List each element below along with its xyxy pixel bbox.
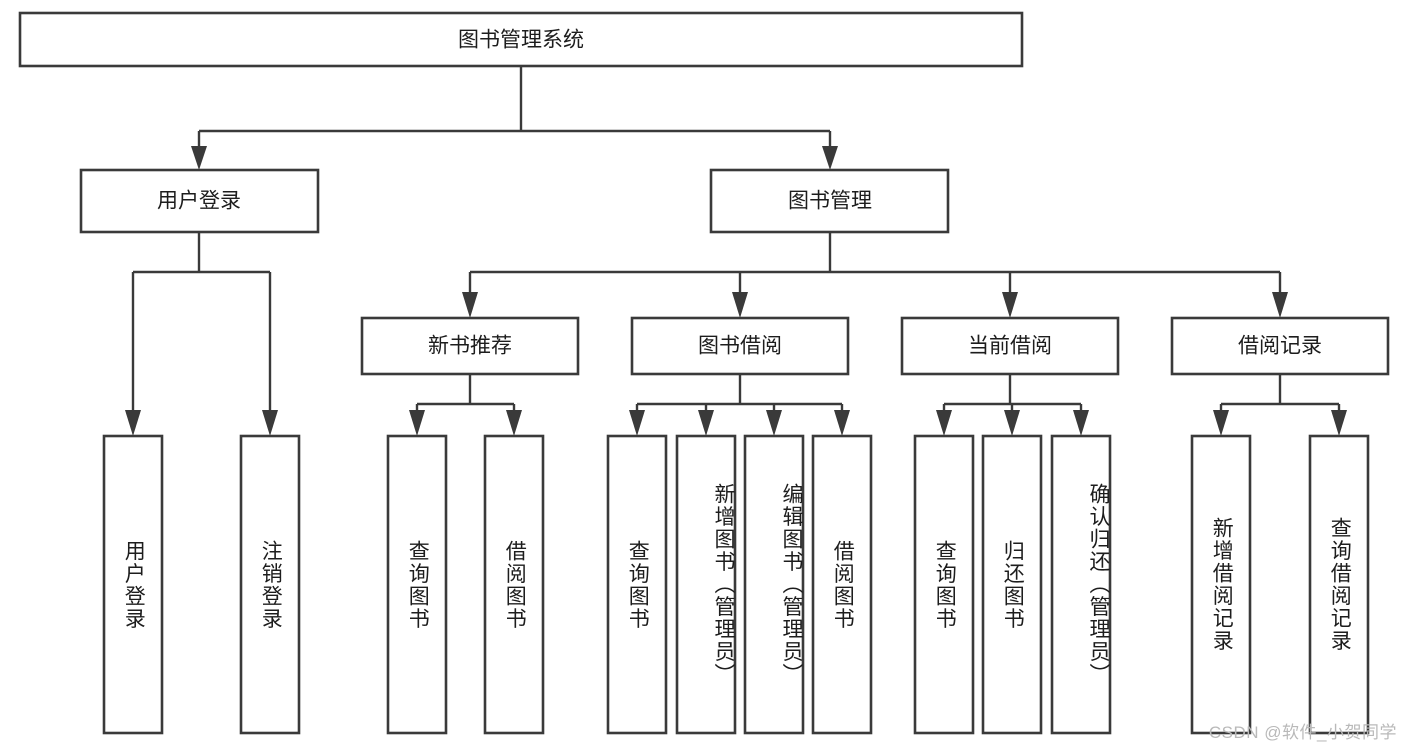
- arrow-head-leaf-query-book-borrow: [629, 410, 645, 436]
- node-leaf-borrow-book-rec-box[interactable]: [483, 434, 545, 735]
- node-leaf-query-book-current-box[interactable]: [913, 434, 975, 735]
- arrow-head-leaf-query-book-rec: [409, 410, 425, 436]
- node-leaf-add-book-box[interactable]: [675, 434, 737, 735]
- node-book-borrow-box[interactable]: [630, 316, 850, 376]
- arrow-head-leaf-return-book: [1004, 410, 1020, 436]
- arrow-head-leaf-add-book: [698, 410, 714, 436]
- node-leaf-borrow-book-box[interactable]: [811, 434, 873, 735]
- node-current-borrow-label: 当前借阅: [968, 335, 1052, 358]
- connector-group: [125, 66, 1347, 436]
- arrow-head-leaf-edit-book: [766, 410, 782, 436]
- arrow-head-leaf-user-logout: [262, 410, 278, 436]
- arrow-head-user-login: [191, 146, 207, 170]
- arrow-head-borrow-record: [1272, 292, 1288, 318]
- arrow-head-leaf-user-login: [125, 410, 141, 436]
- node-leaf-query-book-rec-box[interactable]: [386, 434, 448, 735]
- node-user-login-box[interactable]: [79, 168, 320, 234]
- node-leaf-add-record-box[interactable]: [1190, 434, 1252, 735]
- node-leaf-query-book-borrow-box[interactable]: [606, 434, 668, 735]
- node-borrow-record-box[interactable]: [1170, 316, 1390, 376]
- arrow-head-current-borrow: [1002, 292, 1018, 318]
- arrow-head-book-manage: [822, 146, 838, 170]
- node-leaf-user-logout-box[interactable]: [239, 434, 301, 735]
- node-current-borrow[interactable]: 当前借阅: [900, 316, 1120, 376]
- arrow-head-leaf-query-book-current: [936, 410, 952, 436]
- arrow-head-leaf-borrow-book-rec: [506, 410, 522, 436]
- node-borrow-record[interactable]: 借阅记录: [1170, 316, 1390, 376]
- node-leaf-return-book-box[interactable]: [981, 434, 1043, 735]
- node-leaf-edit-book-box[interactable]: [743, 434, 805, 735]
- arrow-head-new-book-rec: [462, 292, 478, 318]
- arrow-head-book-borrow: [732, 292, 748, 318]
- arrow-head-leaf-query-record: [1331, 410, 1347, 436]
- node-borrow-record-label: 借阅记录: [1238, 335, 1322, 358]
- node-leaf-confirm-return-box[interactable]: [1050, 434, 1112, 735]
- node-book-borrow-label: 图书借阅: [698, 335, 782, 358]
- node-book-manage-label: 图书管理: [788, 190, 872, 213]
- arrow-head-leaf-confirm-return: [1073, 410, 1089, 436]
- watermark-text: CSDN @软件_小贺同学: [1208, 723, 1397, 742]
- node-user-login[interactable]: 用户登录: [79, 168, 320, 234]
- arrow-head-leaf-add-record: [1213, 410, 1229, 436]
- node-root[interactable]: 图书管理系统: [18, 11, 1024, 68]
- node-new-book-rec-box[interactable]: [360, 316, 580, 376]
- node-new-book-rec-label: 新书推荐: [428, 335, 512, 358]
- node-leaf-user-login-box[interactable]: [102, 434, 164, 735]
- node-book-manage[interactable]: 图书管理: [709, 168, 950, 234]
- leaf-box-group: [102, 434, 1370, 735]
- node-book-manage-box[interactable]: [709, 168, 950, 234]
- node-root-box[interactable]: [18, 11, 1024, 68]
- node-current-borrow-box[interactable]: [900, 316, 1120, 376]
- node-leaf-query-record-box[interactable]: [1308, 434, 1370, 735]
- node-user-login-label: 用户登录: [157, 190, 241, 213]
- node-book-borrow[interactable]: 图书借阅: [630, 316, 850, 376]
- node-new-book-rec[interactable]: 新书推荐: [360, 316, 580, 376]
- node-root-label: 图书管理系统: [458, 29, 584, 52]
- arrow-head-leaf-borrow-book: [834, 410, 850, 436]
